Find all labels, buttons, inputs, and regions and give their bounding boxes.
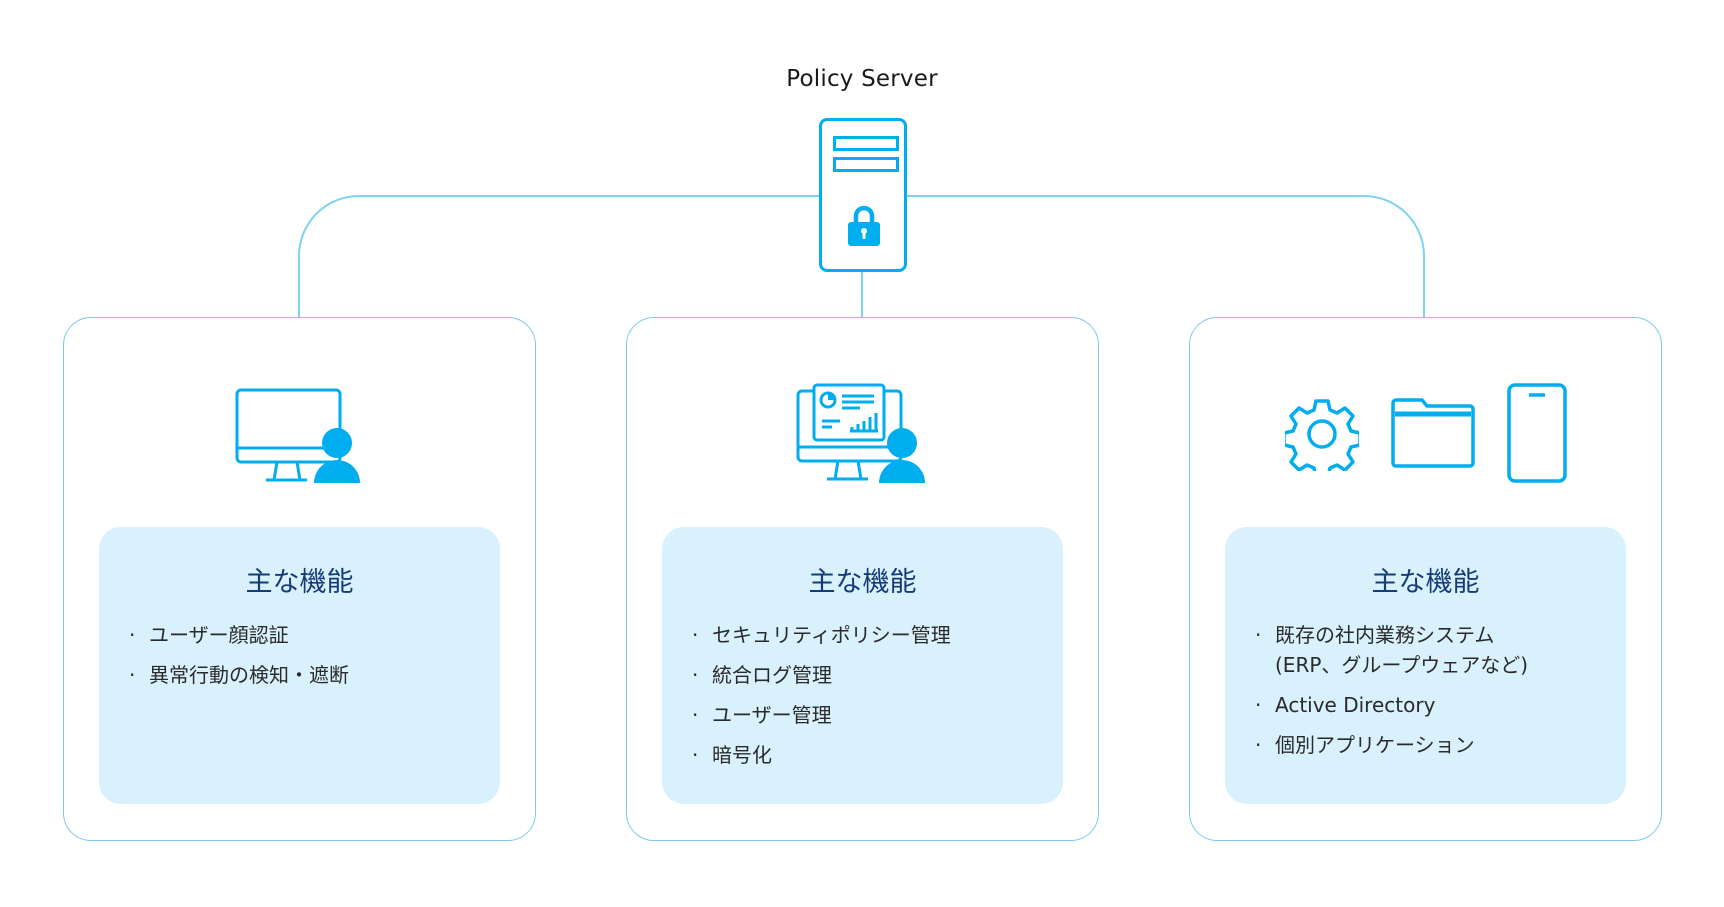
lock-icon bbox=[848, 205, 880, 246]
bullet: · bbox=[129, 623, 136, 647]
feature-list: · 既存の社内業務システム (ERP、グループウェアなど) · Active Dir… bbox=[1255, 620, 1606, 770]
feature-list: · ユーザー顔認証 · 異常行動の検知・遮断 bbox=[129, 620, 480, 700]
panel-title: 主な機能 bbox=[1371, 567, 1480, 598]
bullet: · bbox=[692, 703, 699, 727]
feature-text: ユーザー顔認証 bbox=[149, 623, 289, 647]
bullet: · bbox=[692, 623, 699, 647]
features-panel: 主な機能 · セキュリティポリシー管理 · 統合ログ管理 · ユーザー管理 · 暗号化 bbox=[662, 527, 1063, 804]
bullet: · bbox=[1255, 733, 1262, 757]
connector-left bbox=[298, 195, 819, 317]
server-slot bbox=[833, 157, 899, 172]
gear-icon bbox=[1284, 399, 1359, 471]
card-integrations: 主な機能 · 既存の社内業務システム (ERP、グループウェアなど) · Activ… bbox=[1189, 317, 1662, 841]
bullet: · bbox=[1255, 693, 1262, 717]
features-panel: 主な機能 · 既存の社内業務システム (ERP、グループウェアなど) · Activ… bbox=[1225, 527, 1626, 804]
bullet: · bbox=[692, 743, 699, 767]
feature-item: · 異常行動の検知・遮断 bbox=[129, 660, 480, 690]
feature-item: · 統合ログ管理 bbox=[692, 660, 1043, 690]
dashboard-monitor-user-icon bbox=[796, 383, 925, 483]
feature-text: 既存の社内業務システム (ERP、グループウェアなど) bbox=[1275, 623, 1528, 677]
feature-text: セキュリティポリシー管理 bbox=[712, 623, 951, 647]
feature-item: · Active Directory bbox=[1255, 690, 1606, 720]
feature-item: · ユーザー顔認証 bbox=[129, 620, 480, 650]
feature-item: · セキュリティポリシー管理 bbox=[692, 620, 1043, 650]
feature-text: 個別アプリケーション bbox=[1275, 733, 1475, 757]
feature-text: Active Directory bbox=[1275, 693, 1436, 717]
feature-text: 暗号化 bbox=[712, 743, 772, 767]
connector-right bbox=[907, 195, 1425, 317]
card-policy-management: 主な機能 · セキュリティポリシー管理 · 統合ログ管理 · ユーザー管理 · 暗号化 bbox=[626, 317, 1099, 841]
feature-text: 統合ログ管理 bbox=[712, 663, 832, 687]
feature-text: 異常行動の検知・遮断 bbox=[149, 663, 349, 687]
feature-item: · ユーザー管理 bbox=[692, 700, 1043, 730]
feature-item: · 既存の社内業務システム (ERP、グループウェアなど) bbox=[1255, 620, 1606, 680]
bullet: · bbox=[692, 663, 699, 687]
server-lock-icon bbox=[819, 118, 907, 272]
server-title: Policy Server bbox=[786, 66, 938, 92]
card-face-auth: 主な機能 · ユーザー顔認証 · 異常行動の検知・遮断 bbox=[63, 317, 536, 841]
panel-title: 主な機能 bbox=[245, 567, 354, 598]
server-slot bbox=[833, 136, 899, 151]
feature-list: · セキュリティポリシー管理 · 統合ログ管理 · ユーザー管理 · 暗号化 bbox=[692, 620, 1043, 780]
monitor-user-icon bbox=[235, 388, 360, 483]
folder-icon bbox=[1390, 398, 1475, 468]
feature-text: ユーザー管理 bbox=[712, 703, 832, 727]
smartphone-icon bbox=[1506, 383, 1567, 483]
bullet: · bbox=[129, 663, 136, 687]
panel-title: 主な機能 bbox=[808, 567, 917, 598]
feature-item: · 個別アプリケーション bbox=[1255, 730, 1606, 760]
bullet: · bbox=[1255, 623, 1262, 647]
features-panel: 主な機能 · ユーザー顔認証 · 異常行動の検知・遮断 bbox=[99, 527, 500, 804]
feature-item: · 暗号化 bbox=[692, 740, 1043, 770]
